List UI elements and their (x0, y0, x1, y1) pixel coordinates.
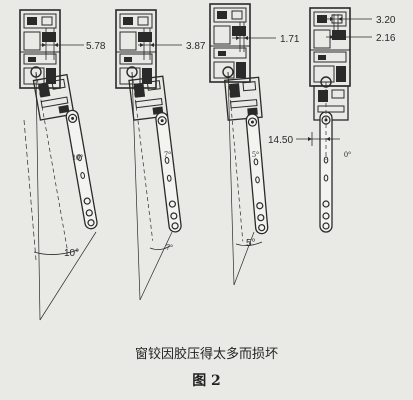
angle-label: 0° (344, 150, 351, 159)
pivot (320, 76, 332, 88)
figure-caption: 窗铰因胶压得太多而损坏 (134, 347, 278, 362)
offset-dimension-a: 3.20 (376, 15, 396, 26)
panel-1: 5.78 10° 10° (19, 9, 106, 321)
hinge-arm (154, 111, 183, 234)
panel-4: 3.20 2.16 14.50 0° (268, 7, 396, 233)
gap-angle-label: 7° (166, 243, 173, 252)
offset-dimension: 1.71 (280, 34, 300, 45)
gap-angle-label: 10° (64, 248, 79, 259)
hinge-arm (319, 111, 333, 233)
panel-3: 1.71 5° 5° (209, 3, 300, 286)
sash-profile (224, 76, 263, 121)
width-dimension: 14.50 (268, 135, 293, 146)
panel-2: 3.87 7° 7° (115, 9, 206, 301)
hinge-arm (245, 112, 269, 235)
offset-dimension: 5.78 (86, 41, 106, 52)
hinge-arm (64, 108, 99, 231)
offset-dimension-b: 2.16 (376, 33, 396, 44)
angle-label: 10° (72, 153, 83, 162)
figure-label: 图 2 (192, 373, 221, 389)
angle-label: 5° (252, 150, 259, 159)
angle-label: 7° (164, 150, 171, 159)
gap-angle-label: 5° (246, 238, 256, 249)
offset-dimension: 3.87 (186, 41, 206, 52)
